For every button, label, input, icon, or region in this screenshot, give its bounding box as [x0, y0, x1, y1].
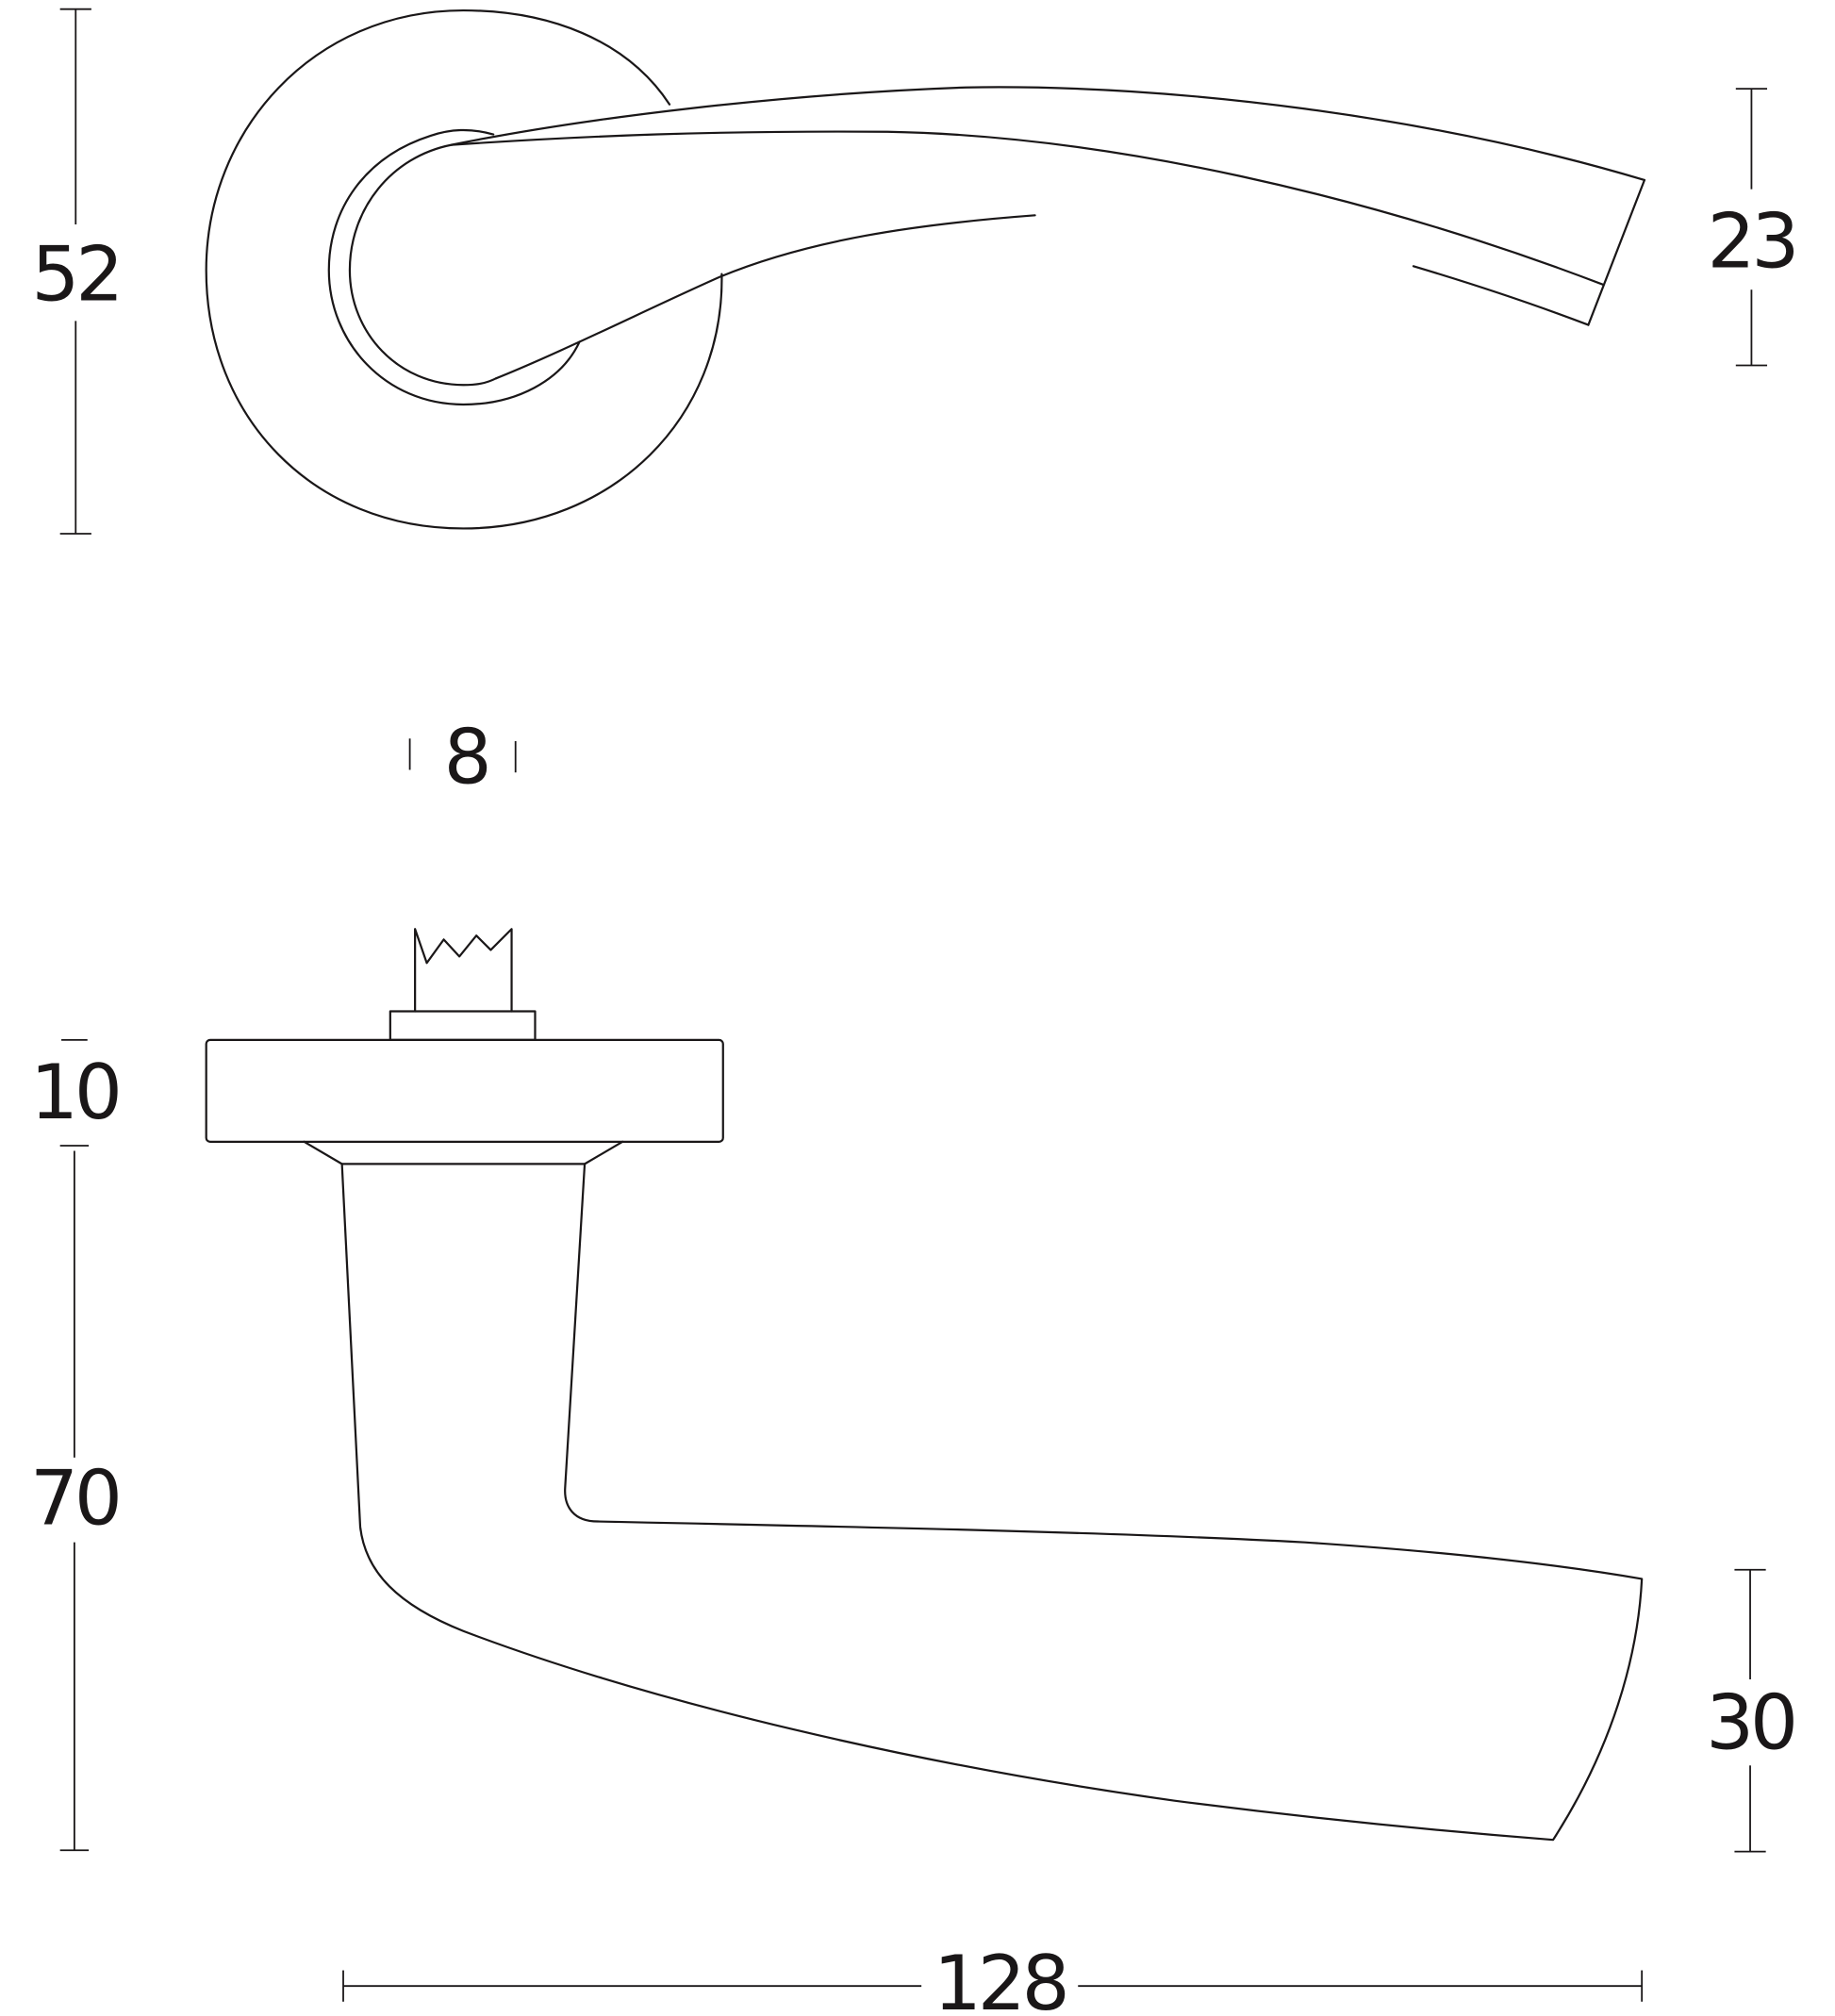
neck-chamfer — [303, 1140, 624, 1165]
dimension-8: 8 — [408, 713, 517, 801]
side-view: 8 10 70 30 128 — [30, 713, 1798, 2016]
lever-body — [340, 1163, 1644, 1842]
dimension-label-lever-length: 128 — [934, 1940, 1066, 2016]
dimension-label-spindle: 8 — [444, 713, 488, 801]
dimension-label-side-lever-height: 30 — [1706, 1678, 1794, 1766]
dimension-70: 70 — [30, 1150, 123, 1852]
top-view: 52 23 — [31, 8, 1799, 535]
spindle — [414, 928, 513, 1013]
rose-side — [205, 1038, 724, 1143]
dimension-label-rose-diameter: 52 — [31, 230, 120, 318]
dimension-10: 10 — [30, 1039, 123, 1147]
dimension-23: 23 — [1708, 88, 1799, 367]
lever-ridge — [450, 130, 1604, 286]
dimension-128: 128 — [342, 1940, 1644, 2016]
rose-outline — [205, 8, 723, 530]
collar-inner — [348, 143, 498, 387]
dimension-30: 30 — [1706, 1568, 1798, 1853]
dimension-label-top-lever-height: 23 — [1708, 198, 1796, 286]
spindle-collar — [388, 1010, 537, 1042]
dimension-label-rose-thickness: 10 — [30, 1049, 119, 1136]
dimension-label-projection: 70 — [30, 1454, 119, 1542]
lever-underside-far — [1412, 265, 1590, 326]
collar-outer — [327, 128, 581, 406]
dimension-52: 52 — [31, 8, 124, 535]
lever-end-face — [1587, 178, 1646, 326]
lever-top-edge — [450, 86, 1646, 182]
lever-underside-near — [494, 214, 1036, 380]
